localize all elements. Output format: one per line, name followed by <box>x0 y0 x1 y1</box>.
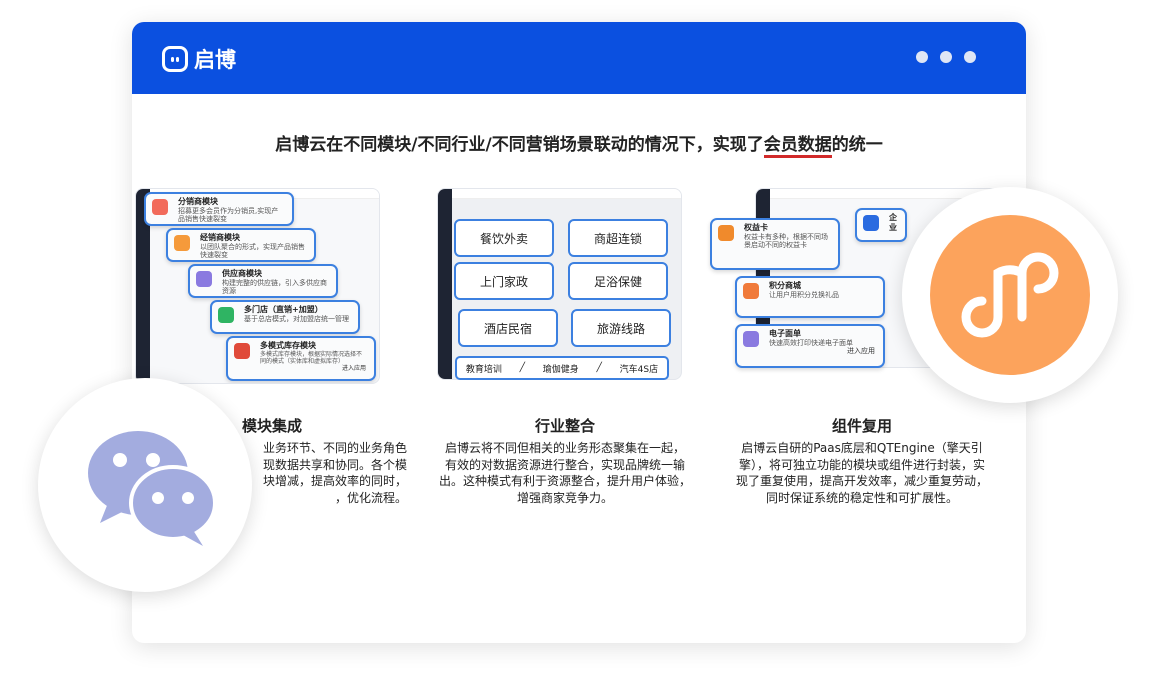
module-card: 分销商模块招募更多会员作为分销员,实现产品销售快速裂变 <box>144 192 294 226</box>
card-desc: 基于总店模式，对加盟店统一管理 <box>244 315 349 323</box>
card-desc: 招募更多会员作为分销员,实现产品销售快速裂变 <box>178 207 279 223</box>
logo-icon <box>162 46 188 72</box>
card-desc: 快速高效打印快递电子面单 <box>769 339 853 347</box>
warehouse-icon <box>234 343 250 359</box>
enter-app-link[interactable]: 进入应用 <box>341 365 366 372</box>
section-text: 启博云自研的Paas底层和QTEngine（擎天引擎），将可独立功能的模块或组件… <box>735 441 988 505</box>
card-desc: 以团队聚合的形式，实现产品销售快速裂变 <box>200 243 305 259</box>
card-desc: 权益卡有多种，根据不同场景启动不同的权益卡 <box>744 233 828 249</box>
industry-chip: 瑜伽健身 <box>542 364 579 375</box>
chip-divider: ╱ <box>596 363 602 373</box>
enter-app-link[interactable]: 进入应用 <box>847 347 875 355</box>
main-window: 启博 启博云在不同模块/不同行业/不同营销场景联动的情况下，实现了会员数据的统一… <box>132 22 1026 643</box>
component-card: 企业 <box>855 208 907 242</box>
component-card: 电子面单快速高效打印快递电子面单进入应用 <box>735 324 885 368</box>
enterprise-icon <box>863 215 879 231</box>
dot-icon <box>916 51 928 63</box>
section-text: 业务环节、不同的业务角色现数据共享和协同。各个模块增减，提高效率的同时，，优化流… <box>262 441 407 505</box>
industry-tag: 上门家政 <box>454 262 554 300</box>
card-title: 企业 <box>889 213 897 232</box>
card-title: 多模式库存模块 <box>260 341 316 350</box>
shop-icon <box>743 283 759 299</box>
industry-tag: 酒店民宿 <box>458 309 558 347</box>
user-icon <box>196 271 212 287</box>
miniprogram-icon <box>930 215 1090 375</box>
document-icon <box>743 331 759 347</box>
card-title: 权益卡 <box>744 223 768 232</box>
org-icon <box>152 199 168 215</box>
module-card: 经销商模块以团队聚合的形式，实现产品销售快速裂变 <box>166 228 316 262</box>
section-heading: 行业整合 <box>534 417 595 435</box>
card-title: 供应商模块 <box>222 269 262 278</box>
title-highlight: 会员数据 <box>763 135 832 158</box>
store-icon <box>218 307 234 323</box>
module-card: 多模式库存模块多模式库存模块，根据实际情况选择不同的模式（实体库和虚拟库存）进入… <box>226 336 376 381</box>
industry-tag: 餐饮外卖 <box>454 219 554 257</box>
vip-icon <box>718 225 734 241</box>
chip-divider: ╱ <box>519 363 526 373</box>
section-heading: 组件复用 <box>831 417 892 435</box>
dot-icon <box>940 51 952 63</box>
section-heading: 模块集成 <box>241 417 302 435</box>
page-title: 启博云在不同模块/不同行业/不同营销场景联动的情况下，实现了会员数据的统一 <box>132 130 1026 158</box>
card-title: 经销商模块 <box>200 233 240 242</box>
industry-screenshot: 餐饮外卖 商超连锁 上门家政 足浴保健 酒店民宿 旅游线路 <box>437 188 682 380</box>
card-desc: 构建完整的供应链，引入多供应商资源 <box>222 279 327 295</box>
industry-chip: 教育培训 <box>465 364 502 375</box>
brand-logo[interactable]: 启博 <box>162 44 236 74</box>
industry-chip: 汽车4S店 <box>619 364 659 375</box>
component-card: 权益卡权益卡有多种，根据不同场景启动不同的权益卡 <box>710 218 840 270</box>
miniprogram-badge <box>902 187 1118 403</box>
card-title: 多门店（直销+加盟） <box>244 305 323 314</box>
module-card: 多门店（直销+加盟）基于总店模式，对加盟店统一管理 <box>210 300 360 334</box>
title-suffix: 的统一 <box>831 135 883 155</box>
header-bar: 启博 <box>132 22 1026 94</box>
badge-icon <box>174 235 190 251</box>
component-card: 积分商城让用户用积分兑换礼品 <box>735 276 885 318</box>
wechat-badge <box>38 378 252 592</box>
card-title: 积分商城 <box>769 281 801 290</box>
card-title: 分销商模块 <box>178 197 218 206</box>
card-title: 电子面单 <box>769 329 801 338</box>
industry-tag: 商超连锁 <box>568 219 668 257</box>
industry-tag: 旅游线路 <box>571 309 671 347</box>
window-dots <box>916 51 976 63</box>
module-screenshot: 分销商模块招募更多会员作为分销员,实现产品销售快速裂变 经销商模块以团队聚合的形… <box>135 188 380 384</box>
wechat-icon <box>88 431 217 546</box>
card-desc: 让用户用积分兑换礼品 <box>769 291 839 299</box>
brand-name: 启博 <box>194 48 236 72</box>
dot-icon <box>964 51 976 63</box>
title-text: 启博云在不同模块/不同行业/不同营销场景联动的情况下，实现了 <box>275 135 764 155</box>
industry-tag: 足浴保健 <box>568 262 668 300</box>
industry-chips: 教育培训 ╱ 瑜伽健身 ╱ 汽车4S店 <box>455 356 669 380</box>
module-card: 供应商模块构建完整的供应链，引入多供应商资源 <box>188 264 338 298</box>
section-text: 启博云将不同但相关的业务形态聚集在一起，有效的对数据资源进行整合，实现品牌统一输… <box>438 441 691 505</box>
card-desc: 多模式库存模块，根据实际情况选择不同的模式（实体库和虚拟库存） <box>260 351 363 365</box>
